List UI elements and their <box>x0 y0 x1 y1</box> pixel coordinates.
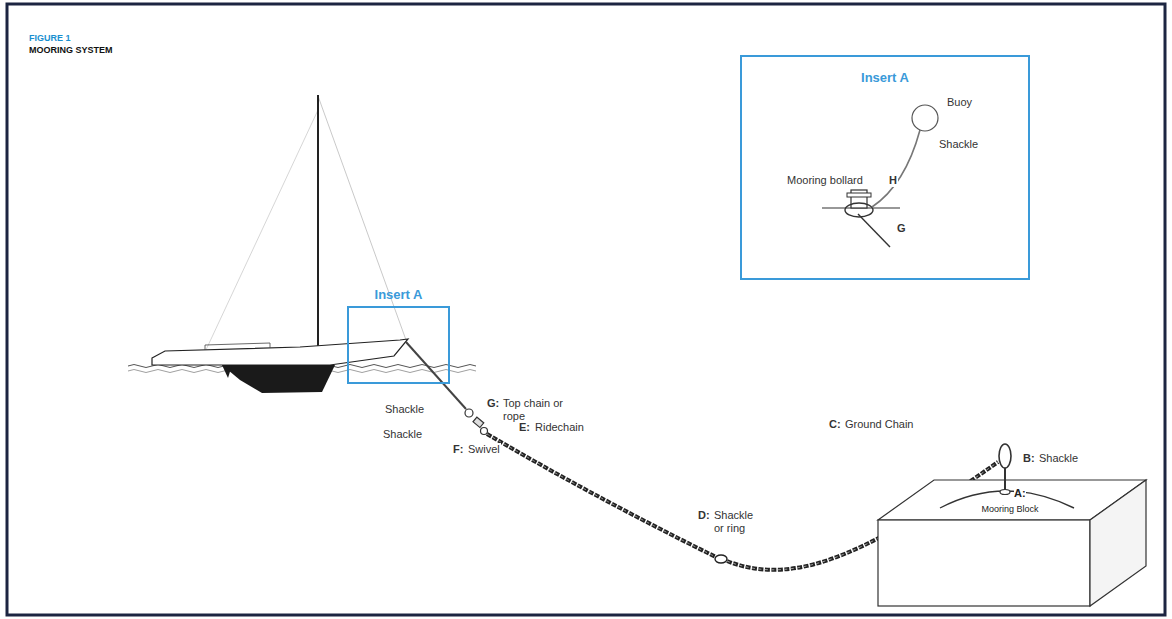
swivel <box>481 428 488 435</box>
mast <box>317 95 319 346</box>
top-chain <box>406 342 466 409</box>
part-name: Top chain or rope <box>502 397 564 422</box>
part-name: Buoy <box>946 96 973 109</box>
block-outline <box>878 478 1146 608</box>
part-name: Mooring bollard <box>786 174 864 187</box>
insert-marker: Insert A <box>347 306 450 384</box>
mooring-block: A: Mooring Block <box>878 478 1146 608</box>
eye-stem <box>1004 468 1006 492</box>
backstay <box>205 110 318 352</box>
buoy <box>912 105 938 131</box>
insert-box: Insert A <box>740 55 1030 280</box>
callout-letter: D: <box>697 509 711 522</box>
callout-letter: C: <box>828 418 842 431</box>
hull <box>152 339 408 365</box>
figure-number: FIGURE 1 <box>28 33 72 43</box>
top-chain <box>858 214 890 247</box>
shackle <box>999 444 1011 468</box>
part-name: Shackle <box>384 403 425 416</box>
block-front <box>878 520 1090 606</box>
ride-chain <box>487 434 716 557</box>
frame <box>7 4 1165 615</box>
shackle <box>473 417 484 427</box>
forestay <box>318 96 406 340</box>
callout-letter: G <box>896 222 907 235</box>
callout-letter: F: <box>452 443 464 456</box>
block-side <box>1090 480 1146 606</box>
part-name: Shackle or ring <box>713 509 763 534</box>
eye-base <box>1000 490 1010 495</box>
part-name: Shackle <box>1038 452 1079 465</box>
shackle-ring <box>715 555 727 563</box>
part-name: Ground Chain <box>844 418 915 431</box>
part-name: Shackle <box>382 428 423 441</box>
insert-heading: Insert A <box>375 288 423 303</box>
part-name: Mooring Block <box>981 504 1038 514</box>
figure-title: MOORING SYSTEM <box>28 45 114 55</box>
buoy-line <box>872 130 920 207</box>
ride-chain <box>487 434 716 557</box>
callout-letter: B: <box>1022 452 1036 465</box>
keel <box>222 365 335 393</box>
part-name: Swivel <box>467 443 501 456</box>
part-name: Shackle <box>938 138 979 151</box>
insert-heading: Insert A <box>861 71 909 86</box>
callout-letter: G: <box>486 397 500 410</box>
mooring-bollard <box>847 193 871 197</box>
part-name: Ridechain <box>534 421 585 434</box>
cabin <box>205 343 270 350</box>
callout-letter: E: <box>518 421 531 434</box>
rudder <box>222 365 232 378</box>
shackle <box>465 409 473 417</box>
callout-letter: A: <box>1014 487 1026 500</box>
callout-letter: H <box>888 174 898 187</box>
